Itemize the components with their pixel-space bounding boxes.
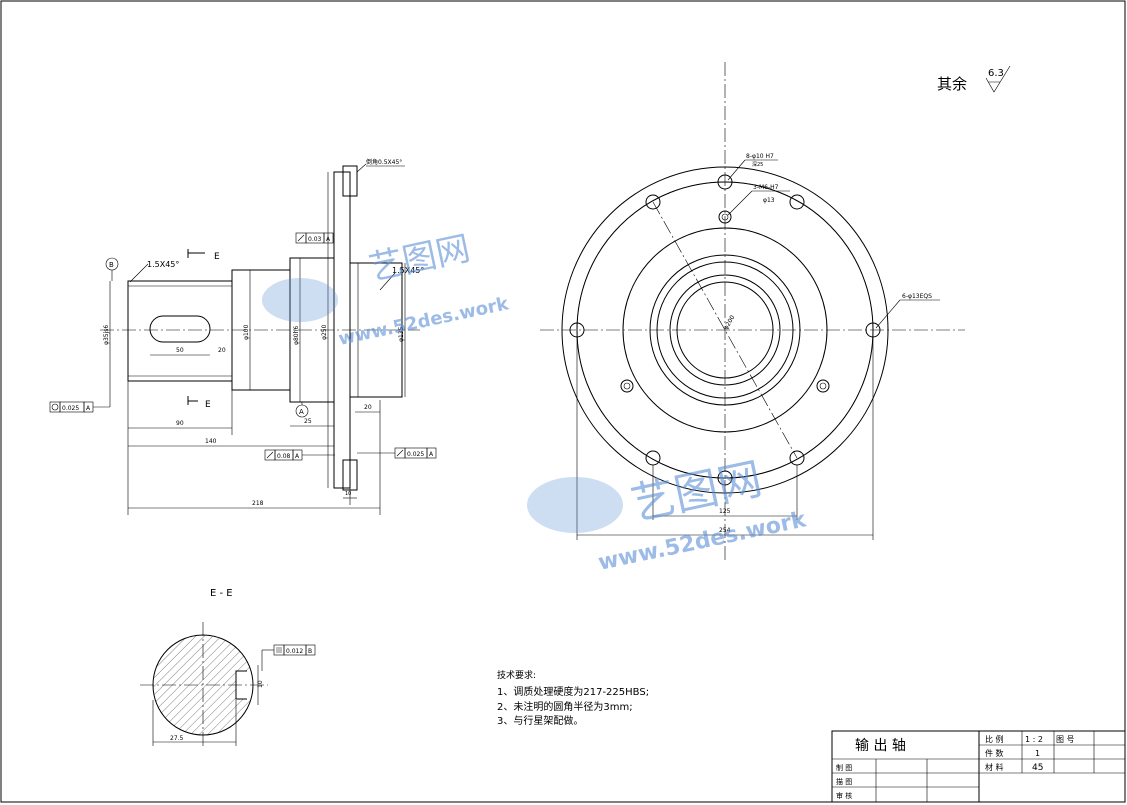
svg-text:A: A: [326, 236, 331, 243]
dim-140: 140: [205, 438, 217, 445]
datum-b-label: B: [109, 261, 114, 269]
tech-item-2: 2、未注明的圆角半径为3mm;: [497, 700, 633, 713]
watermark-url-1: www.52des.work: [337, 293, 512, 350]
title-block: 输 出 轴 比 例 1 : 2 图 号 件 数 1 材 料 45 制 图 描 图…: [831, 730, 1126, 803]
keyway-slot: [149, 315, 211, 343]
qty-label: 件 数: [985, 748, 1004, 758]
bolt-circle: [576, 181, 874, 479]
shaft-hub: [349, 262, 403, 398]
part-name: 输 出 轴: [855, 738, 906, 754]
svg-text:0.012: 0.012: [286, 648, 303, 655]
dim-dia-135: φ135: [398, 326, 405, 342]
dim-90: 90: [176, 420, 184, 427]
section-mark-top: E: [214, 252, 220, 262]
qty-value: 1: [1035, 749, 1040, 758]
roughness-value: 6.3: [988, 68, 1004, 79]
threaded-holes: [620, 210, 830, 393]
tech-item-3: 3、与行星架配做。: [497, 714, 583, 727]
chamfer-mid: 1.5X45°: [392, 266, 424, 275]
dim-dia-shaft: φ35js6: [103, 325, 110, 345]
svg-text:A: A: [429, 451, 434, 458]
dim-keyway-len: 50: [176, 347, 184, 354]
callout-counterbore: φ13: [763, 197, 775, 204]
callout-holes: 8-φ10 H7: [746, 153, 774, 160]
tol-frame-top: 0.03 A: [295, 232, 334, 244]
dim-small3: 10: [345, 491, 351, 497]
row-check: 描 图: [836, 777, 852, 786]
section-view: E - E 27.5 10 0.012 B: [140, 588, 316, 748]
svg-text:0.025: 0.025: [62, 405, 79, 412]
chamfer-top: 倒角0.5X45°: [366, 158, 402, 166]
tech-title: 技术要求:: [497, 669, 536, 681]
dim-254: 254: [719, 527, 731, 534]
section-dim-width: 27.5: [170, 735, 184, 742]
svg-text:A: A: [86, 405, 91, 412]
bolt-holes: [569, 174, 881, 486]
datum-b-circle: [105, 257, 119, 271]
datum-a-label: A: [299, 408, 304, 416]
front-view: 90 140 218 50 20 25 20 10 φ35js6 φ100 φ8…: [49, 158, 437, 515]
scale-label: 比 例: [985, 734, 1004, 744]
dim-small1: 25: [304, 418, 312, 425]
watermark-brand-1: 艺图网: [366, 228, 474, 288]
drawing-no-label: 图 号: [1056, 735, 1075, 744]
dim-small2: 20: [364, 404, 372, 411]
callout-eqs: 6-φ13EQS: [902, 293, 932, 300]
flange-outer: [561, 166, 889, 494]
svg-text:A: A: [295, 453, 300, 460]
dim-dia-bearing: φ80h6: [293, 326, 300, 345]
dim-dia-mid: φ100: [243, 324, 250, 340]
tech-item-1: 1、调质处理硬度为217-225HBS;: [497, 685, 649, 698]
tol-frame-bottom: 0.08 A: [264, 449, 335, 461]
roughness-symbol: [985, 65, 1011, 93]
material-label: 材 料: [985, 762, 1004, 772]
tech-requirements: 技术要求: 1、调质处理硬度为217-225HBS; 2、未注明的圆角半径为3m…: [497, 669, 649, 727]
row-drawn: 制 图: [836, 763, 852, 772]
dim-dia-flange: φ250: [321, 324, 328, 340]
svg-text:0.03: 0.03: [308, 236, 322, 243]
scale-value: 1 : 2: [1025, 735, 1043, 744]
section-dim-key: 10: [257, 680, 264, 688]
section-mark-bottom: E: [205, 400, 211, 410]
svg-text:0.025: 0.025: [407, 451, 424, 458]
section-tol-frame: 0.012 B: [261, 644, 316, 671]
dim-125: 125: [719, 508, 731, 515]
callout-threads: 3-M6-H7: [753, 184, 779, 191]
callout-depth: 深25: [752, 161, 763, 168]
dim-keyway-off: 20: [218, 347, 226, 354]
svg-text:B: B: [308, 648, 312, 655]
tol-frame-circularity: 0.025 A: [49, 381, 111, 413]
shaft-left-segment: [127, 280, 233, 382]
material-value: 45: [1032, 763, 1043, 773]
watermark-url-2: www.52des.work: [596, 507, 809, 576]
dim-218: 218: [252, 500, 264, 507]
section-title: E - E: [210, 588, 233, 599]
svg-text:0.08: 0.08: [277, 453, 291, 460]
tol-frame-right: 0.025 A: [357, 447, 437, 459]
roughness-label: 其余: [937, 75, 967, 93]
chamfer-left: 1.5X45°: [147, 260, 179, 269]
roughness-note: 其余 6.3: [937, 65, 1011, 93]
row-review: 审 核: [836, 791, 852, 800]
